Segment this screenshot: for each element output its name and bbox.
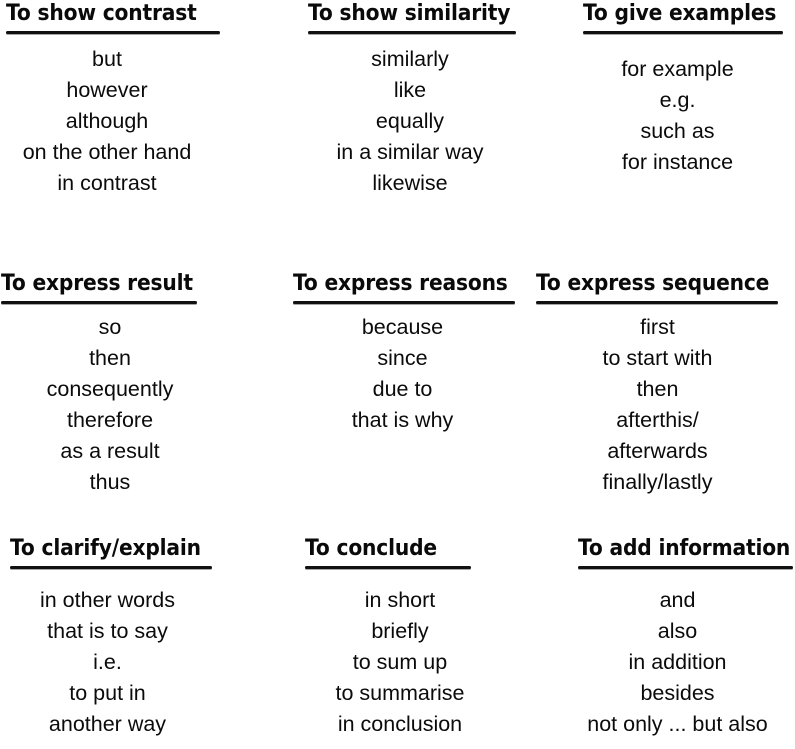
list-item: so (98, 315, 122, 339)
list-item: that is to say (47, 619, 168, 643)
list-item: in short (364, 588, 436, 612)
list-item: in addition (628, 650, 727, 674)
category-cell-to-show-similarity: To show similarity similarly like equall… (265, 0, 530, 270)
list-item: likewise (372, 171, 448, 195)
list-item: therefore (66, 408, 154, 432)
heading-underline (536, 301, 778, 304)
phrase-list: because since due to that is why (290, 312, 515, 436)
category-cell-to-express-result: To express result so then consequently t… (0, 270, 265, 535)
heading-wrap: To add information (578, 535, 793, 569)
list-item: afterwards (607, 439, 708, 463)
category-heading: To clarify/explain (10, 536, 201, 561)
category-cell-to-conclude: To conclude in short briefly to sum up t… (265, 535, 530, 749)
list-item: first (640, 315, 675, 339)
list-item: such as (640, 119, 715, 143)
list-item: to sum up (352, 650, 448, 674)
phrase-list: but however although on the other hand i… (0, 44, 214, 199)
list-item: like (393, 78, 427, 102)
list-item: similarly (371, 47, 449, 71)
heading-wrap: To clarify/explain (10, 535, 212, 569)
list-item: in contrast (57, 171, 157, 195)
heading-wrap: To conclude (305, 535, 471, 569)
heading-wrap: To show contrast (6, 0, 220, 34)
list-item: then (89, 346, 131, 370)
list-item: another way (48, 712, 167, 736)
category-heading: To conclude (305, 536, 437, 561)
list-item: for example (621, 57, 734, 81)
list-item: because (361, 315, 444, 339)
phrase-list: similarly like equally in a similar way … (290, 44, 530, 199)
phrase-list: in other words that is to say i.e. to pu… (0, 585, 215, 740)
phrase-list: first to start with then afterthis/ afte… (540, 312, 775, 498)
category-cell-to-show-contrast: To show contrast but however although on… (0, 0, 265, 270)
list-item: consequently (46, 377, 174, 401)
list-item: afterthis/ (616, 408, 699, 432)
list-item: in a similar way (336, 140, 484, 164)
list-item: besides (640, 681, 715, 705)
list-item: although (65, 109, 149, 133)
heading-wrap: To express sequence (536, 270, 778, 304)
list-item: and (659, 588, 696, 612)
category-heading: To show contrast (6, 1, 197, 26)
heading-underline (293, 301, 515, 304)
category-heading: To add information (578, 536, 791, 561)
phrase-list: so then consequently therefore as a resu… (0, 312, 220, 498)
heading-underline (305, 566, 471, 569)
list-item: also (657, 619, 698, 643)
list-item: on the other hand (22, 140, 192, 164)
category-cell-to-add-information: To add information and also in addition … (530, 535, 795, 749)
category-heading: To give examples (583, 1, 777, 26)
heading-underline (1, 301, 197, 304)
phrase-list: in short briefly to sum up to summarise … (290, 585, 510, 740)
list-item: for instance (621, 150, 734, 174)
list-item: not only ... but also (587, 712, 768, 736)
category-cell-to-clarify-explain: To clarify/explain in other words that i… (0, 535, 265, 749)
list-item: due to (372, 377, 433, 401)
list-item: finally/lastly (602, 470, 713, 494)
heading-wrap: To give examples (583, 0, 783, 34)
heading-underline (578, 566, 793, 569)
heading-underline (10, 566, 212, 569)
category-cell-to-express-reasons: To express reasons because since due to … (265, 270, 530, 535)
list-item: thus (89, 470, 131, 494)
category-heading: To express result (1, 271, 193, 296)
category-cell-to-give-examples: To give examples for example e.g. such a… (530, 0, 795, 270)
heading-wrap: To express reasons (293, 270, 515, 304)
heading-wrap: To express result (1, 270, 197, 304)
category-cell-to-express-sequence: To express sequence first to start with … (530, 270, 795, 535)
list-item: as a result (60, 439, 160, 463)
phrase-list: and also in addition besides not only ..… (560, 585, 795, 740)
list-item: that is why (351, 408, 454, 432)
list-item: briefly (371, 619, 429, 643)
list-item: however (66, 78, 148, 102)
list-item: then (636, 377, 679, 401)
list-item: to put in (69, 681, 146, 705)
category-heading: To express reasons (293, 271, 508, 296)
heading-wrap: To show similarity (308, 0, 516, 34)
list-item: to summarise (335, 681, 465, 705)
category-heading: To express sequence (536, 271, 770, 296)
category-heading: To show similarity (308, 1, 511, 26)
heading-underline (583, 31, 783, 34)
list-item: but (92, 47, 122, 71)
list-item: since (377, 346, 428, 370)
list-item: e.g. (659, 88, 696, 112)
phrase-list: for example e.g. such as for instance (560, 54, 795, 178)
list-item: in conclusion (337, 712, 463, 736)
heading-underline (308, 31, 516, 34)
list-item: equally (375, 109, 445, 133)
list-item: to start with (602, 346, 713, 370)
list-item: in other words (39, 588, 176, 612)
list-item: i.e. (93, 650, 122, 674)
heading-underline (6, 31, 220, 34)
